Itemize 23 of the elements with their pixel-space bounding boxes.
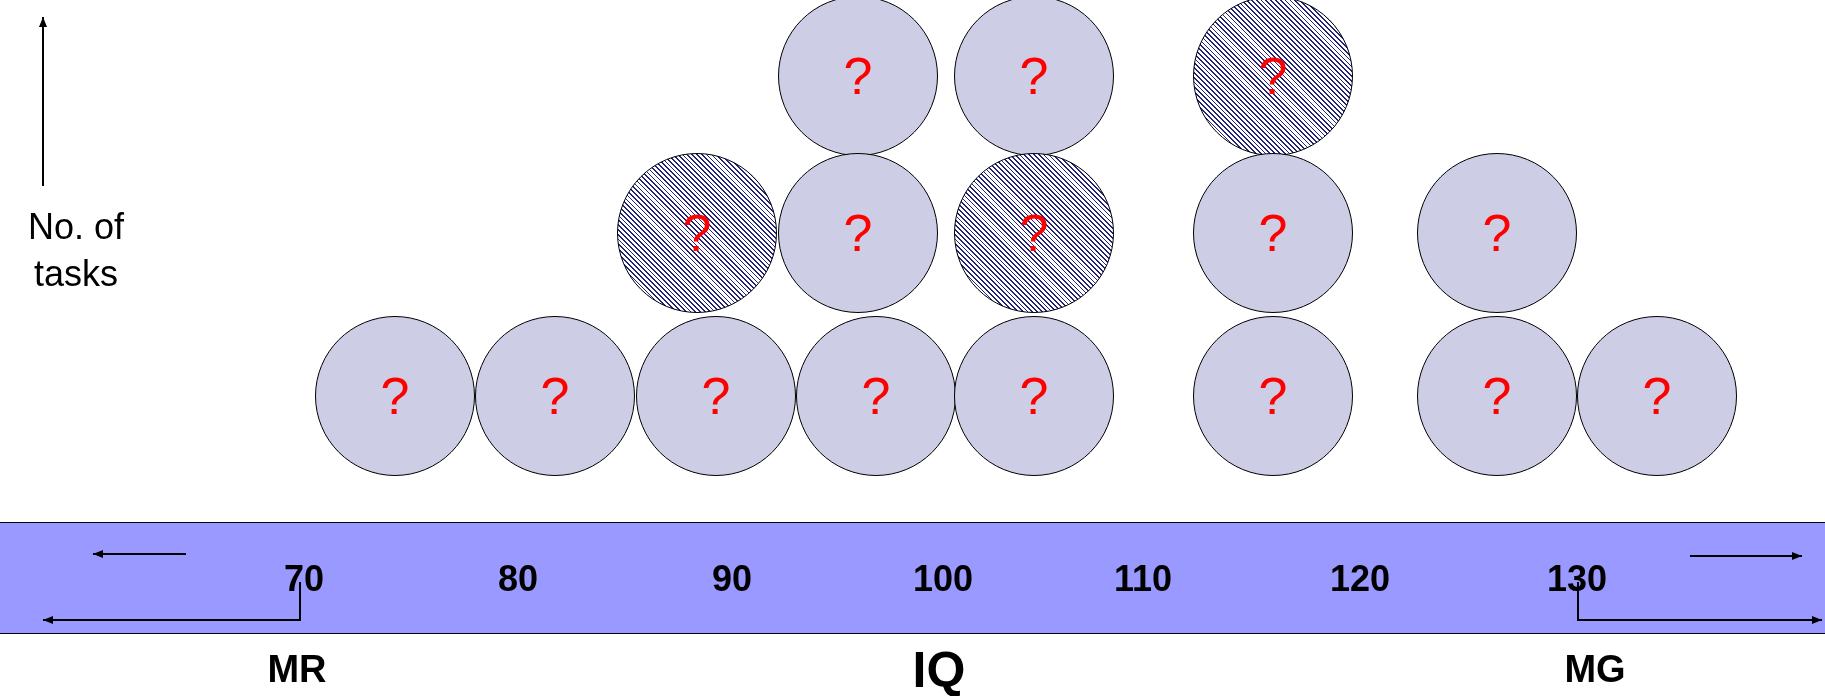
question-mark: ? [1019,50,1049,102]
question-mark: ? [861,370,891,422]
tick-label: 70 [284,558,324,600]
tick-label: 90 [712,558,752,600]
tick-label: 120 [1329,558,1391,600]
question-mark: ? [380,370,410,422]
scale-label: MR [267,647,327,691]
tick-label: 100 [912,558,974,600]
tick-label: 110 [1113,558,1173,600]
question-mark: ? [1642,370,1672,422]
question-mark: ? [1258,370,1288,422]
question-mark: ? [843,207,873,259]
axis-label: No. of tasks [26,205,125,296]
tick-label: 130 [1546,558,1608,600]
scale-label: MG [1564,647,1626,691]
question-mark: ? [701,370,731,422]
tick-label: 80 [498,558,538,600]
question-mark: ? [1258,207,1288,259]
question-mark: ? [1482,207,1512,259]
question-mark: ? [540,370,570,422]
question-mark: ? [843,50,873,102]
question-mark: ? [1019,370,1049,422]
question-mark: ? [1482,370,1512,422]
